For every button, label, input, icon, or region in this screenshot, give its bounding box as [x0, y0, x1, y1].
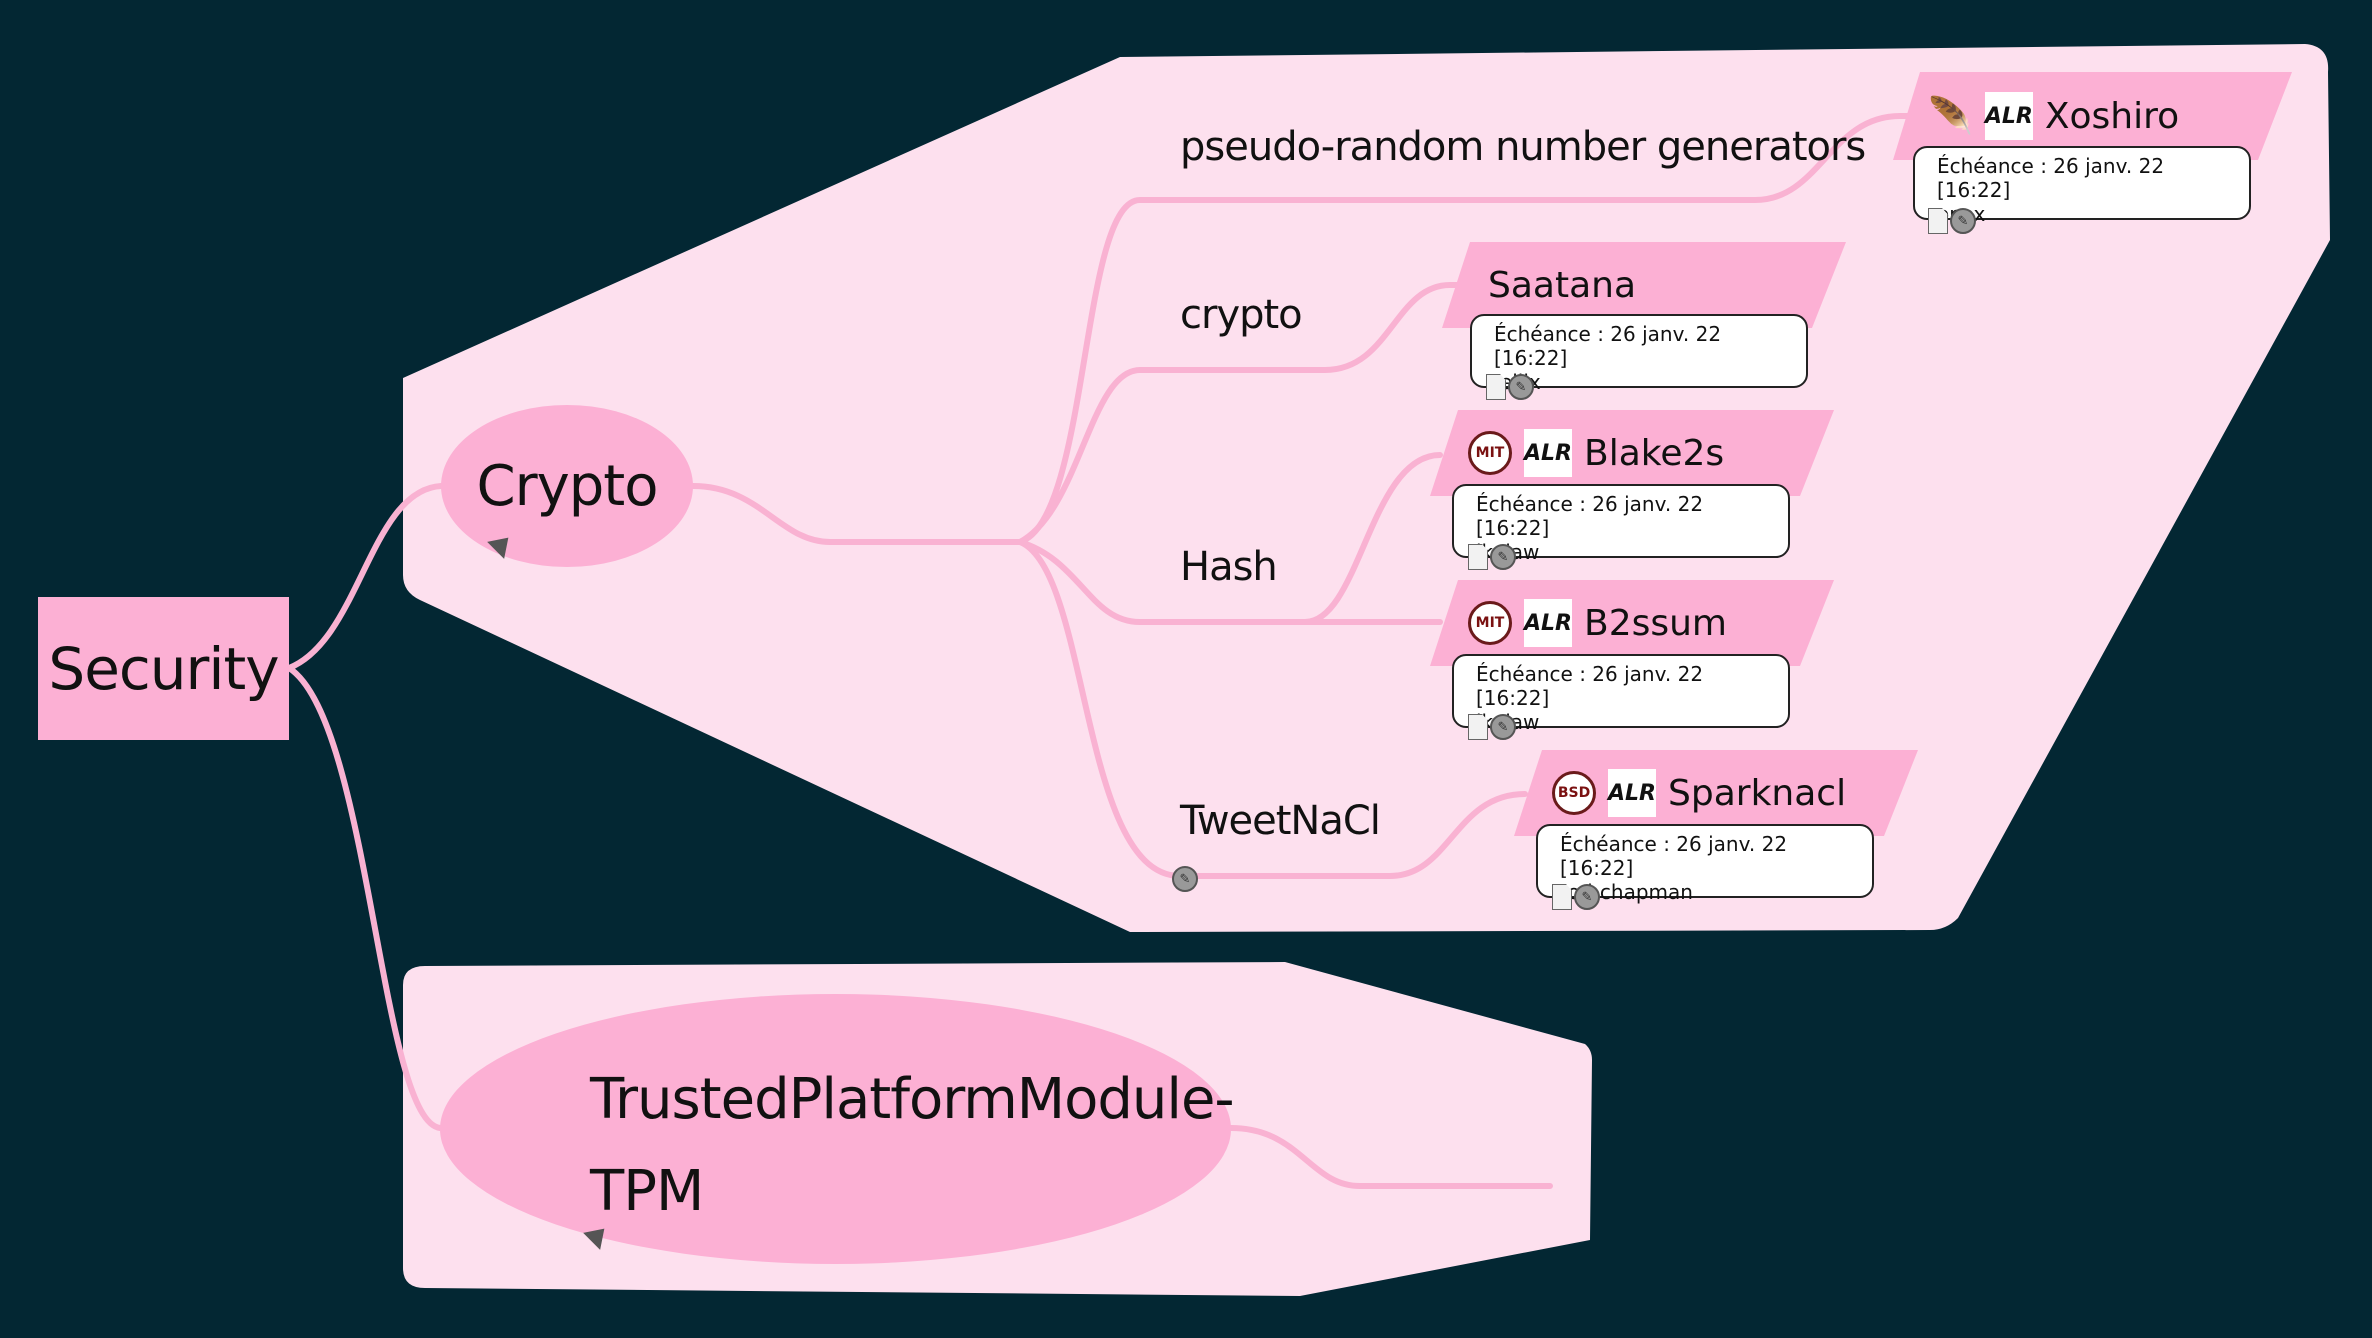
- branch-hash-label: Hash: [1180, 544, 1278, 590]
- feather-icon: 🪶: [1928, 96, 1973, 137]
- note-b2ssum-icons: ✎: [1468, 714, 1516, 740]
- connector-tpm-tail: [1228, 1125, 1553, 1189]
- topic-tpm[interactable]: TrustedPlatformModule-TPM: [440, 994, 1235, 1264]
- connector-root-tpm: [286, 665, 443, 1131]
- connector-root-crypto: [286, 483, 444, 671]
- owner: lkujaw: [1476, 710, 1766, 734]
- crypto-group-shape: [403, 44, 2330, 932]
- note-sparknacl-icons: ✎: [1552, 884, 1600, 910]
- connector-hub-tweetnacl: [1017, 539, 1528, 879]
- due-date: Échéance : 26 janv. 22 [16:22]: [1937, 154, 2165, 202]
- leaf-b2ssum[interactable]: MIT ALR B2ssum: [1440, 580, 1820, 666]
- branch-tweetnacl-label: TweetNaCl: [1180, 798, 1381, 844]
- branch-crypto-label: crypto: [1180, 292, 1303, 338]
- root-node-security[interactable]: Security: [38, 597, 289, 740]
- mit-logo: MIT: [1468, 431, 1512, 475]
- leaf-saatana-name: Saatana: [1488, 264, 1637, 306]
- note-saatana-icons: ✎: [1486, 374, 1534, 400]
- root-label: Security: [48, 634, 279, 703]
- topic-tpm-label: TrustedPlatformModule-TPM: [590, 1067, 1235, 1224]
- document-icon[interactable]: [1928, 208, 1948, 234]
- owner: lkujaw: [1476, 540, 1766, 564]
- task-icon[interactable]: ✎: [1172, 866, 1198, 892]
- leaf-blake2s[interactable]: MIT ALR Blake2s: [1440, 410, 1820, 496]
- branch-crypto[interactable]: crypto: [1180, 292, 1303, 338]
- topic-crypto-label: Crypto: [476, 453, 658, 519]
- note-blake2s-icons: ✎: [1468, 544, 1516, 570]
- note-xoshiro-icons: ✎: [1928, 208, 1976, 234]
- branch-tweetnacl[interactable]: TweetNaCl: [1180, 798, 1381, 844]
- due-date: Échéance : 26 janv. 22 [16:22]: [1560, 832, 1788, 880]
- task-icon[interactable]: ✎: [1490, 714, 1516, 740]
- branch-prng-label: pseudo-random number generators: [1180, 124, 1866, 170]
- bsd-logo: BSD: [1552, 771, 1596, 815]
- task-icon[interactable]: ✎: [1490, 544, 1516, 570]
- document-icon[interactable]: [1468, 714, 1488, 740]
- alr-logo: ALR: [1608, 769, 1656, 817]
- due-date: Échéance : 26 janv. 22 [16:22]: [1494, 322, 1722, 370]
- connector-hub-crypto: [1017, 282, 1473, 545]
- due-date: Échéance : 26 janv. 22 [16:22]: [1476, 492, 1704, 540]
- leaf-saatana[interactable]: Saatana: [1460, 242, 1840, 328]
- alr-logo: ALR: [1524, 599, 1572, 647]
- alr-logo: ALR: [1524, 429, 1572, 477]
- due-date: Échéance : 26 janv. 22 [16:22]: [1476, 662, 1704, 710]
- task-icon[interactable]: ✎: [1508, 374, 1534, 400]
- document-icon[interactable]: [1552, 884, 1572, 910]
- document-icon[interactable]: [1486, 374, 1506, 400]
- document-icon[interactable]: [1468, 544, 1488, 570]
- leaf-xoshiro-name: Xoshiro: [2044, 95, 2180, 137]
- topic-crypto[interactable]: Crypto: [441, 405, 693, 567]
- connector-crypto-hub: [690, 483, 1023, 545]
- task-icon[interactable]: ✎: [1950, 208, 1976, 234]
- connector-hub-prng: [1017, 113, 1913, 545]
- owner: rod-chapman: [1560, 880, 1693, 904]
- leaf-sparknacl[interactable]: BSD ALR Sparknacl: [1524, 750, 1904, 836]
- task-icon[interactable]: ✎: [1574, 884, 1600, 910]
- branch-hash[interactable]: Hash: [1180, 544, 1278, 590]
- alr-logo: ALR: [1984, 92, 2033, 140]
- owner: Jellix: [1494, 370, 1784, 394]
- owner: onox: [1937, 202, 2227, 226]
- mit-logo: MIT: [1468, 601, 1512, 645]
- leaf-blake2s-name: Blake2s: [1584, 432, 1725, 474]
- leaf-sparknacl-name: Sparknacl: [1668, 772, 1847, 814]
- leaf-xoshiro[interactable]: 🪶 ALR Xoshiro: [1900, 72, 2280, 160]
- saatana-head-shape: [1442, 242, 1846, 328]
- branch-prng[interactable]: pseudo-random number generators: [1180, 124, 1866, 170]
- leaf-b2ssum-name: B2ssum: [1584, 602, 1727, 644]
